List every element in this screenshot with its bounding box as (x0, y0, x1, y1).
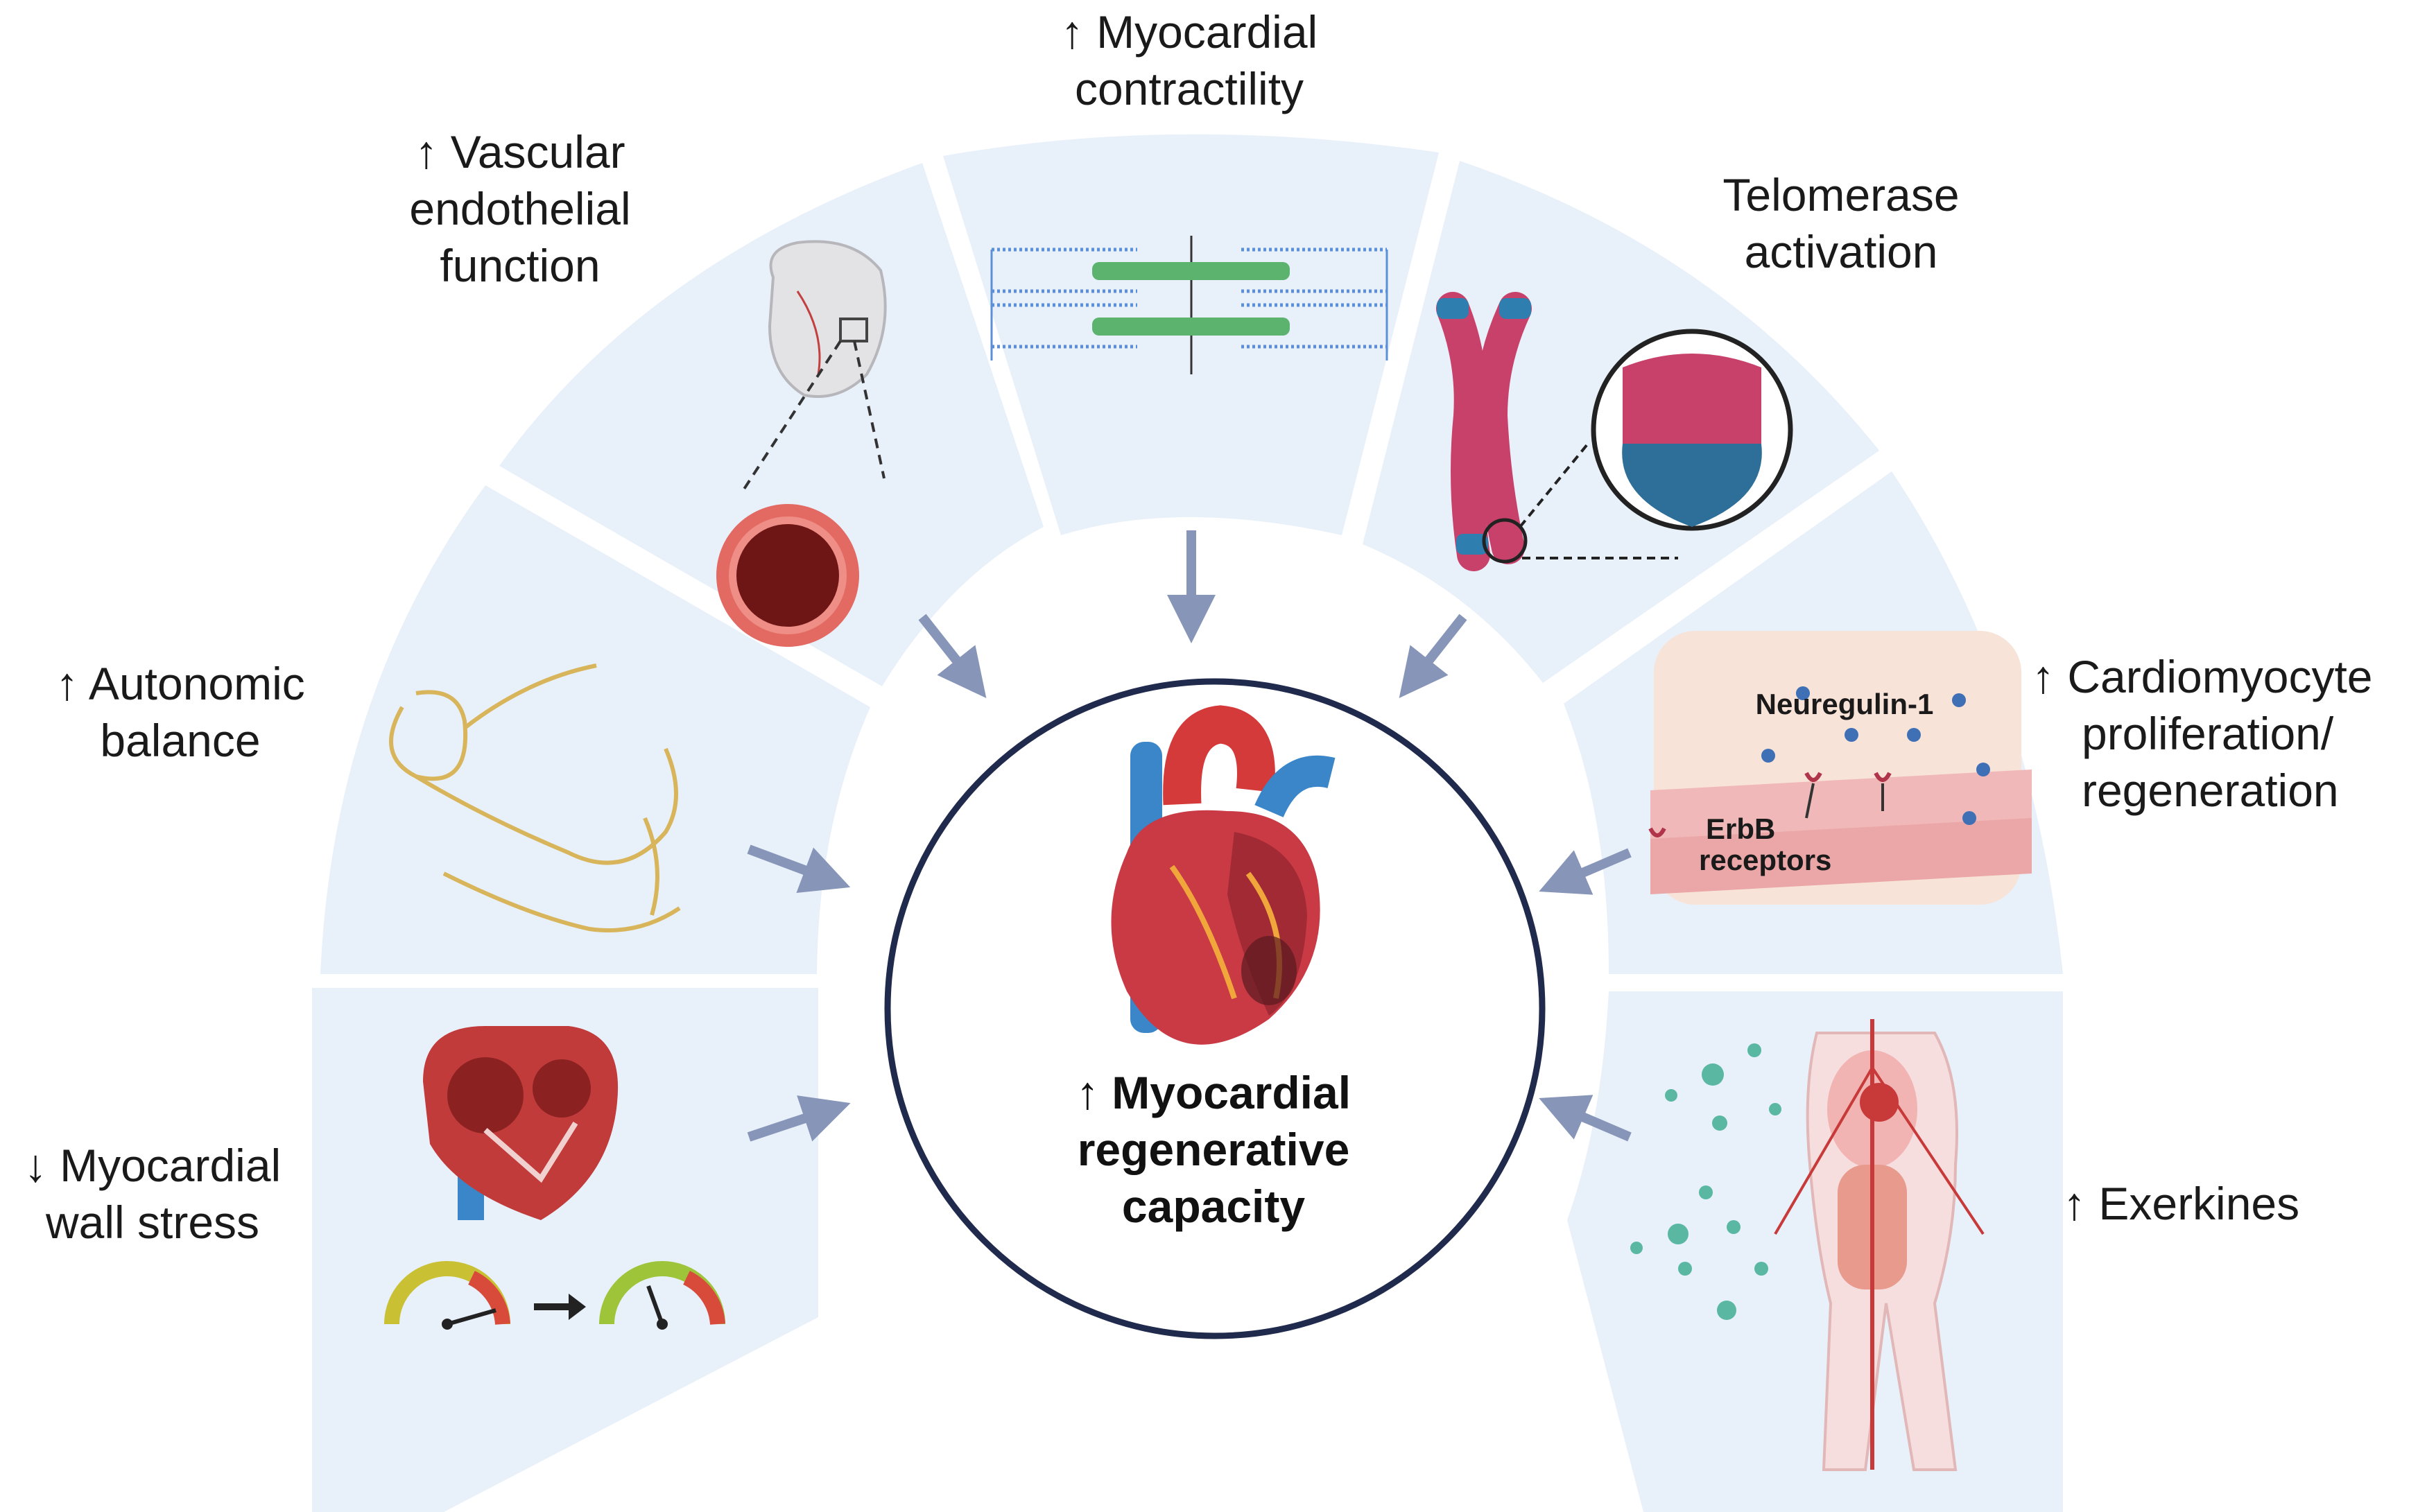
arrow-exerkines (1539, 1095, 1632, 1142)
label-vascular-line2: endothelial (409, 183, 631, 234)
label-wall-stress-line1: ↓ Myocardial (24, 1140, 282, 1191)
exerkine-dots (1630, 1043, 1781, 1320)
vessel-cross-section-icon (716, 504, 859, 647)
label-telomerase-line1: Telomerase (1722, 169, 1960, 220)
heart-cross-section-icon (423, 1026, 619, 1220)
label-autonomic-line2: balance (100, 715, 261, 766)
vessel-heart-icon (741, 240, 887, 494)
label-vascular-line3: function (440, 240, 601, 291)
center-label-line3: capacity (1121, 1181, 1306, 1232)
arrow-vascular (918, 614, 987, 698)
label-telomerase: Telomerase activation (1685, 166, 1997, 280)
chromosome-icon (1436, 292, 1678, 571)
label-wall-stress-line2: wall stress (45, 1197, 260, 1248)
label-autonomic: ↑ Autonomic balance (21, 655, 340, 769)
label-vascular-line1: ↑ Vascular (415, 126, 625, 177)
center-label-line1: ↑ Myocardial (1076, 1067, 1351, 1118)
telomere-zoom-icon (1591, 329, 1793, 531)
label-contractility-line1: ↑ Myocardial (1060, 6, 1318, 58)
center-label: ↑ Myocardial regenerative capacity (943, 1064, 1484, 1235)
center-heart-icon (1111, 705, 1336, 1045)
label-vascular: ↑ Vascular endothelial function (381, 123, 659, 294)
sarcomere-icon (990, 236, 1388, 374)
label-exerkines: ↑ Exerkines (2063, 1175, 2354, 1232)
label-cardiomyocyte-line1: ↑ Cardiomyocyte (2032, 651, 2373, 702)
nerve-icon (389, 663, 681, 932)
label-cardiomyocyte: ↑ Cardiomyocyte proliferation/ regenerat… (2032, 648, 2420, 819)
segment-vascular (499, 163, 1044, 686)
arrow-autonomic (747, 844, 851, 894)
arrows (747, 530, 1632, 1142)
segment-autonomic (320, 485, 870, 974)
arrow-telomerase (1399, 614, 1467, 698)
label-contractility: ↑ Myocardial contractility (1026, 3, 1352, 117)
label-exerkines-line1: ↑ Exerkines (2063, 1178, 2300, 1229)
label-contractility-line2: contractility (1074, 63, 1304, 114)
label-telomerase-line2: activation (1744, 226, 1938, 277)
neuregulin-panel: Neuregulin-1 ErbB receptors (1648, 631, 2032, 905)
erbb-label: ErbB (1706, 813, 1775, 845)
arrow-wall-stress (747, 1095, 851, 1142)
label-cardiomyocyte-line2: proliferation/ (2082, 708, 2334, 759)
center-label-line2: regenerative (1077, 1124, 1350, 1175)
body-circulation-icon (1774, 1019, 1985, 1471)
neuregulin-label: Neuregulin-1 (1756, 688, 1934, 720)
receptors-label: receptors (1699, 844, 1831, 876)
arrow-cardiomyocyte (1539, 848, 1632, 895)
label-wall-stress: ↓ Myocardial wall stress (0, 1137, 305, 1251)
gauge-before-icon (384, 1261, 510, 1330)
label-autonomic-line1: ↑ Autonomic (55, 658, 305, 709)
label-cardiomyocyte-line3: regeneration (2082, 765, 2339, 816)
gauge-after-icon (599, 1261, 725, 1330)
gauge-arrow-icon (534, 1294, 586, 1320)
